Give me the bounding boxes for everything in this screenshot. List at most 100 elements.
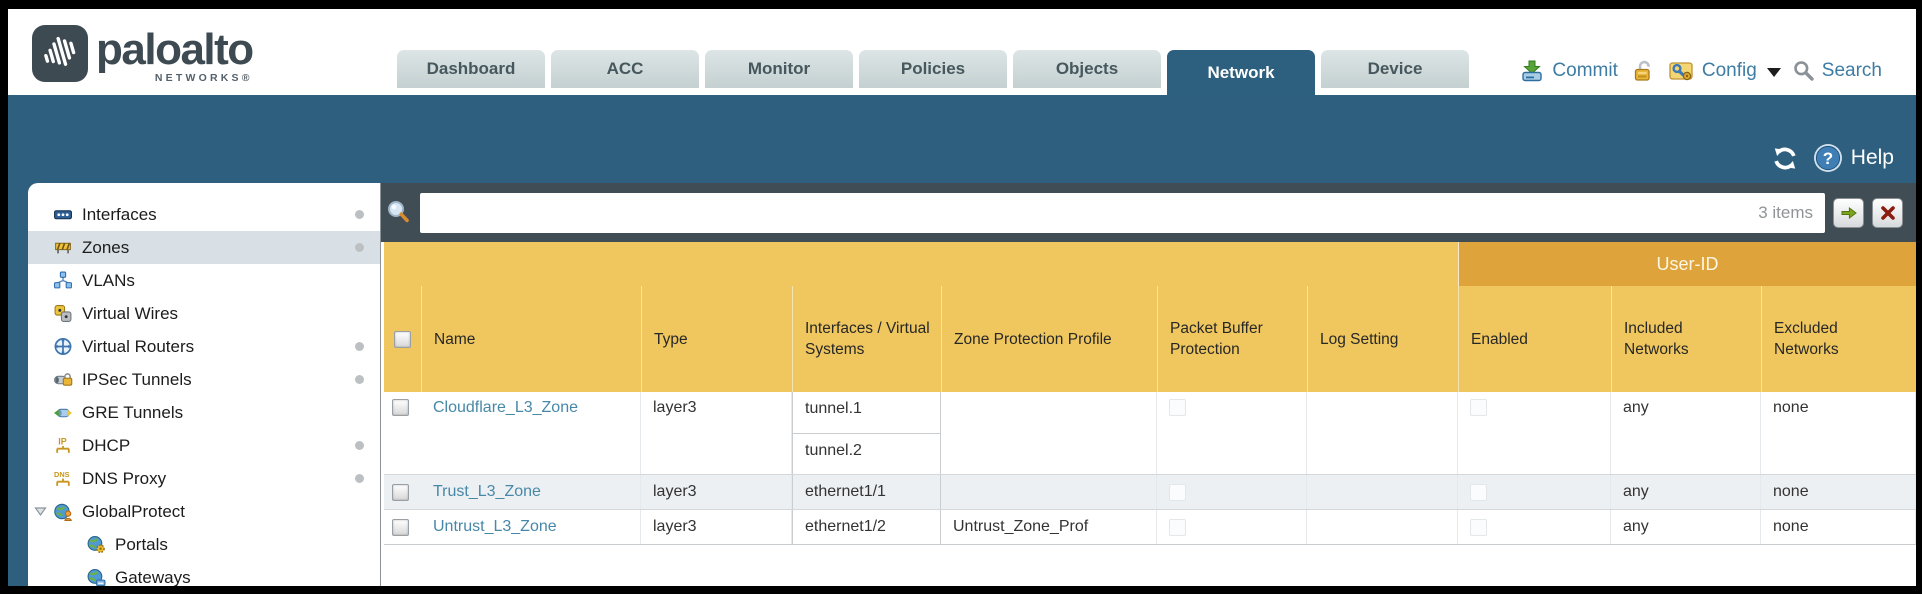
column-header-log-setting[interactable]: Log Setting [1307, 286, 1458, 392]
sidebar-item-virtual-routers[interactable]: Virtual Routers [28, 330, 380, 363]
row-checkbox[interactable] [392, 399, 409, 416]
column-header-interfaces[interactable]: Interfaces / Virtual Systems [792, 286, 941, 392]
column-header-excluded-networks[interactable]: Excluded Networks [1761, 286, 1916, 392]
log-setting-cell [1307, 392, 1458, 474]
sidebar-item-portals[interactable]: Portals [28, 528, 380, 561]
included-networks-cell: any [1611, 392, 1761, 474]
sidebar-item-dns-proxy[interactable]: DNS DNS Proxy [28, 462, 380, 495]
tab-acc[interactable]: ACC [551, 50, 699, 88]
status-dot [355, 342, 364, 351]
status-dot [355, 474, 364, 483]
sidebar-item-gateways[interactable]: Gateways [28, 561, 380, 586]
virtual-routers-icon [53, 337, 74, 356]
tab-network[interactable]: Network [1167, 50, 1315, 95]
zone-interfaces-cell: ethernet1/1 [792, 475, 941, 509]
sidebar-item-dhcp[interactable]: IP DHCP [28, 429, 380, 462]
main-content: 3 items User-ID Name Type [380, 183, 1916, 586]
row-checkbox[interactable] [392, 483, 409, 501]
sidebar-item-globalprotect[interactable]: GlobalProtect [28, 495, 380, 528]
sidebar-item-virtual-wires[interactable]: Virtual Wires [28, 297, 380, 330]
ipsec-tunnels-icon [53, 370, 74, 389]
table-row: Trust_L3_Zone layer3 ethernet1/1 any non… [384, 475, 1916, 510]
svg-text:?: ? [1823, 149, 1833, 168]
select-all-cell [384, 286, 421, 392]
column-header-included-networks[interactable]: Included Networks [1611, 286, 1761, 392]
commit-icon[interactable] [1520, 59, 1544, 82]
sidebar-item-interfaces[interactable]: Interfaces [28, 198, 380, 231]
tab-device[interactable]: Device [1321, 50, 1469, 88]
column-header-name[interactable]: Name [421, 286, 641, 392]
sidebar-item-label: Virtual Wires [82, 303, 179, 323]
tab-objects[interactable]: Objects [1013, 50, 1161, 88]
packet-buffer-checkbox [1169, 518, 1186, 536]
excluded-networks-cell: none [1761, 510, 1916, 544]
collapse-triangle-icon[interactable] [34, 506, 47, 517]
zone-name-link[interactable]: Trust_L3_Zone [433, 483, 541, 500]
search-icon[interactable] [1793, 60, 1814, 81]
table-row: Cloudflare_L3_Zone layer3 tunnel.1 tunne… [384, 392, 1916, 475]
header-group-spacer [384, 242, 1458, 286]
column-header-type[interactable]: Type [641, 286, 792, 392]
filter-bar: 3 items [381, 183, 1916, 242]
lock-icon[interactable] [1632, 60, 1655, 82]
sidebar-item-label: Interfaces [82, 204, 157, 224]
commit-button[interactable]: Commit [1552, 59, 1618, 81]
brand-subtitle: NETWORKS® [154, 72, 253, 84]
config-dropdown-caret-icon[interactable] [1766, 68, 1781, 77]
sidebar-item-vlans[interactable]: VLANs [28, 264, 380, 297]
config-icon[interactable] [1669, 59, 1694, 82]
zone-name-link[interactable]: Cloudflare_L3_Zone [433, 399, 578, 416]
column-header-packet-buffer[interactable]: Packet Buffer Protection [1157, 286, 1307, 392]
filter-search-icon[interactable] [386, 200, 412, 226]
filter-input[interactable] [432, 202, 1759, 223]
packet-buffer-cell [1157, 475, 1307, 509]
sub-header-band: ? Help [8, 95, 1916, 183]
log-setting-cell [1307, 510, 1458, 544]
tab-policies[interactable]: Policies [859, 50, 1007, 88]
zones-table: User-ID Name Type Interfaces / Virtual S… [384, 242, 1916, 545]
sidebar-item-label: Portals [115, 534, 168, 554]
apply-filter-button[interactable] [1833, 197, 1864, 228]
user-id-enabled-checkbox [1470, 399, 1487, 416]
sidebar-item-gre-tunnels[interactable]: GRE Tunnels [28, 396, 380, 429]
filter-input-wrapper: 3 items [420, 192, 1825, 233]
select-all-checkbox[interactable] [394, 330, 411, 348]
sidebar-item-ipsec-tunnels[interactable]: IPSec Tunnels [28, 363, 380, 396]
included-networks-cell: any [1611, 475, 1761, 509]
top-header: paloalto NETWORKS® Dashboard ACC Monitor… [8, 9, 1916, 95]
zone-name-cell: Cloudflare_L3_Zone [421, 392, 641, 474]
brand-name: paloalto [96, 25, 254, 74]
zone-type-cell: layer3 [641, 475, 792, 509]
clear-filter-button[interactable] [1872, 197, 1903, 228]
tab-monitor[interactable]: Monitor [705, 50, 853, 88]
sidebar-item-label: Virtual Routers [82, 336, 195, 356]
zone-type-cell: layer3 [641, 510, 792, 544]
sidebar-item-zones[interactable]: Zones [28, 231, 380, 264]
user-id-enabled-cell [1458, 510, 1611, 544]
help-button[interactable]: Help [1850, 146, 1894, 169]
help-icon[interactable]: ? [1813, 143, 1843, 173]
zone-name-link[interactable]: Untrust_L3_Zone [433, 518, 557, 535]
zone-interfaces-cell: ethernet1/2 [792, 510, 941, 544]
user-id-group-header: User-ID [1458, 242, 1916, 286]
dhcp-icon: IP [53, 436, 74, 455]
virtual-wires-icon [53, 304, 74, 323]
tab-dashboard[interactable]: Dashboard [397, 50, 545, 88]
zone-name-cell: Untrust_L3_Zone [421, 510, 641, 544]
row-checkbox[interactable] [392, 518, 409, 536]
zone-name-cell: Trust_L3_Zone [421, 475, 641, 509]
svg-text:DNS: DNS [54, 470, 70, 479]
search-button[interactable]: Search [1821, 59, 1882, 81]
portals-icon [86, 535, 107, 554]
column-header-zone-protection[interactable]: Zone Protection Profile [941, 286, 1157, 392]
gre-tunnels-icon [53, 403, 74, 422]
config-button[interactable]: Config [1701, 59, 1757, 81]
column-header-enabled[interactable]: Enabled [1458, 286, 1611, 392]
zone-protection-cell [941, 475, 1157, 509]
item-count-label: 3 items [1758, 202, 1813, 222]
refresh-icon[interactable] [1771, 145, 1799, 172]
sidebar-item-label: DNS Proxy [82, 468, 167, 488]
included-networks-cell: any [1611, 510, 1761, 544]
main-nav-tabs: Dashboard ACC Monitor Policies Objects N… [397, 50, 1469, 95]
